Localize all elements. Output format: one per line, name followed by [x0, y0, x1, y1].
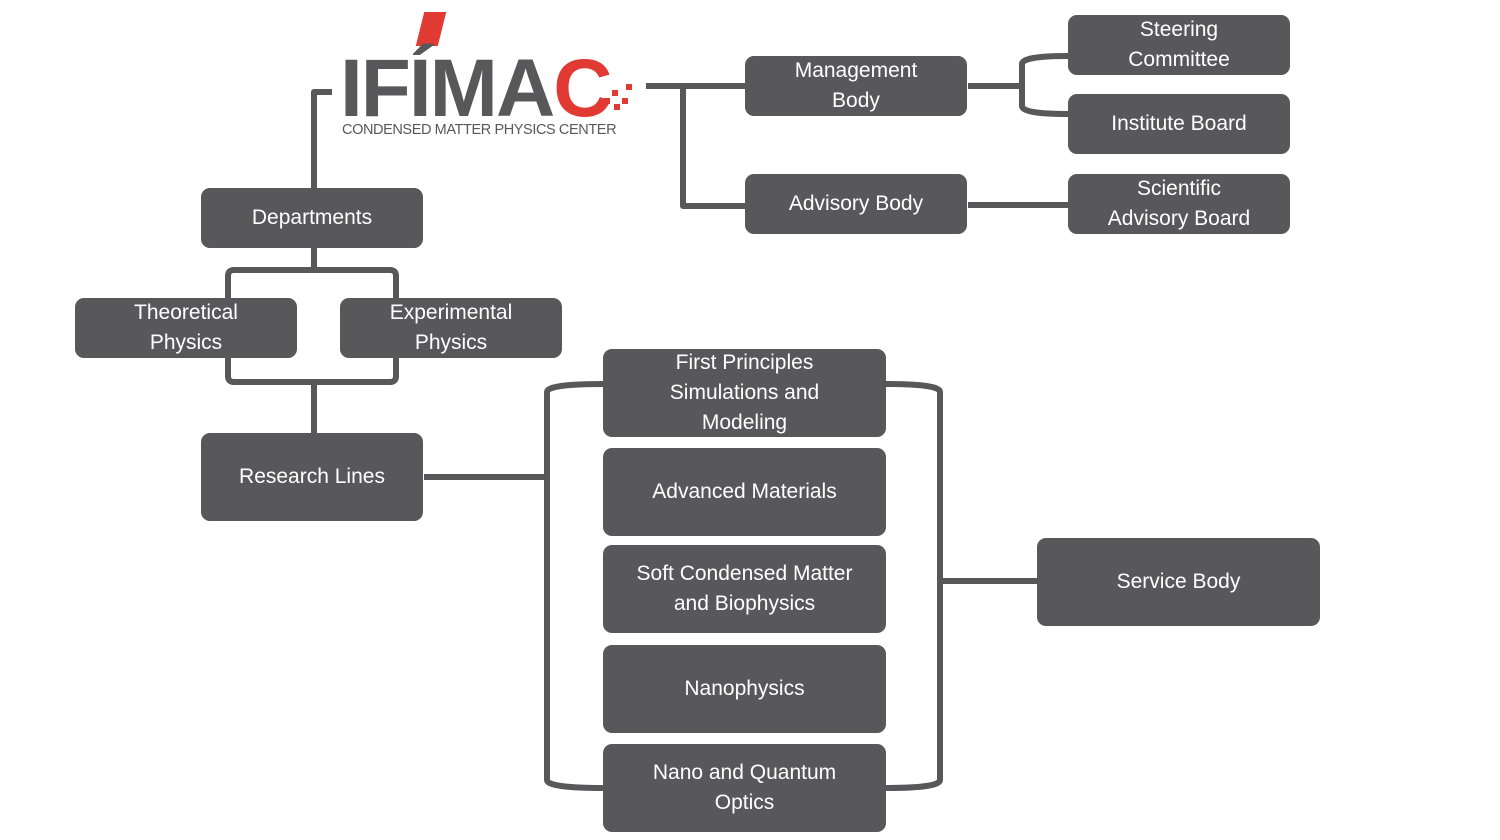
logo-pixel [614, 104, 620, 110]
connector-dept-bracket-box [225, 267, 399, 300]
connector-dept-bracket-bottom [225, 358, 399, 385]
logo-pixel [622, 98, 628, 104]
research-line-item: Nano and Quantum Optics [603, 744, 886, 832]
logo-pixel [604, 98, 610, 104]
node-institute-board: Institute Board [1068, 94, 1290, 154]
research-line-item: First Principles Simulations and Modelin… [603, 349, 886, 437]
logo-wordmark-red: C [553, 43, 612, 134]
node-experimental-physics: Experimental Physics [340, 298, 562, 358]
logo-pixel [612, 90, 618, 96]
ifimac-logo: IFÍMAC CONDENSED MATTER PHYSICS CENTER [340, 12, 640, 142]
node-scientific-advisory-board: Scientific Advisory Board [1068, 174, 1290, 234]
node-service-body: Service Body [1037, 538, 1320, 626]
connector-logo-departments [311, 89, 332, 190]
node-advisory-body: Advisory Body [745, 174, 967, 234]
research-line-item: Soft Condensed Matter and Biophysics [603, 545, 886, 633]
research-line-item: Advanced Materials [603, 448, 886, 536]
connector-management-advisory [680, 86, 746, 209]
node-theoretical-physics: Theoretical Physics [75, 298, 297, 358]
logo-subtitle: CONDENSED MATTER PHYSICS CENTER [342, 122, 617, 138]
logo-pixel [626, 84, 632, 90]
connector-items-right-bracket [885, 381, 943, 791]
node-steering-committee: Steering Committee [1068, 15, 1290, 75]
connector-steering-institute [1019, 53, 1069, 117]
logo-accent-mark [415, 12, 447, 46]
node-departments: Departments [201, 188, 423, 248]
node-research-lines: Research Lines [201, 433, 423, 521]
logo-wordmark: IFÍMAC [340, 48, 612, 130]
logo-wordmark-gray: IFÍMA [340, 43, 555, 134]
node-management-body: Management Body [745, 56, 967, 116]
research-line-item: Nanophysics [603, 645, 886, 733]
connector-items-left-bracket [544, 381, 605, 791]
